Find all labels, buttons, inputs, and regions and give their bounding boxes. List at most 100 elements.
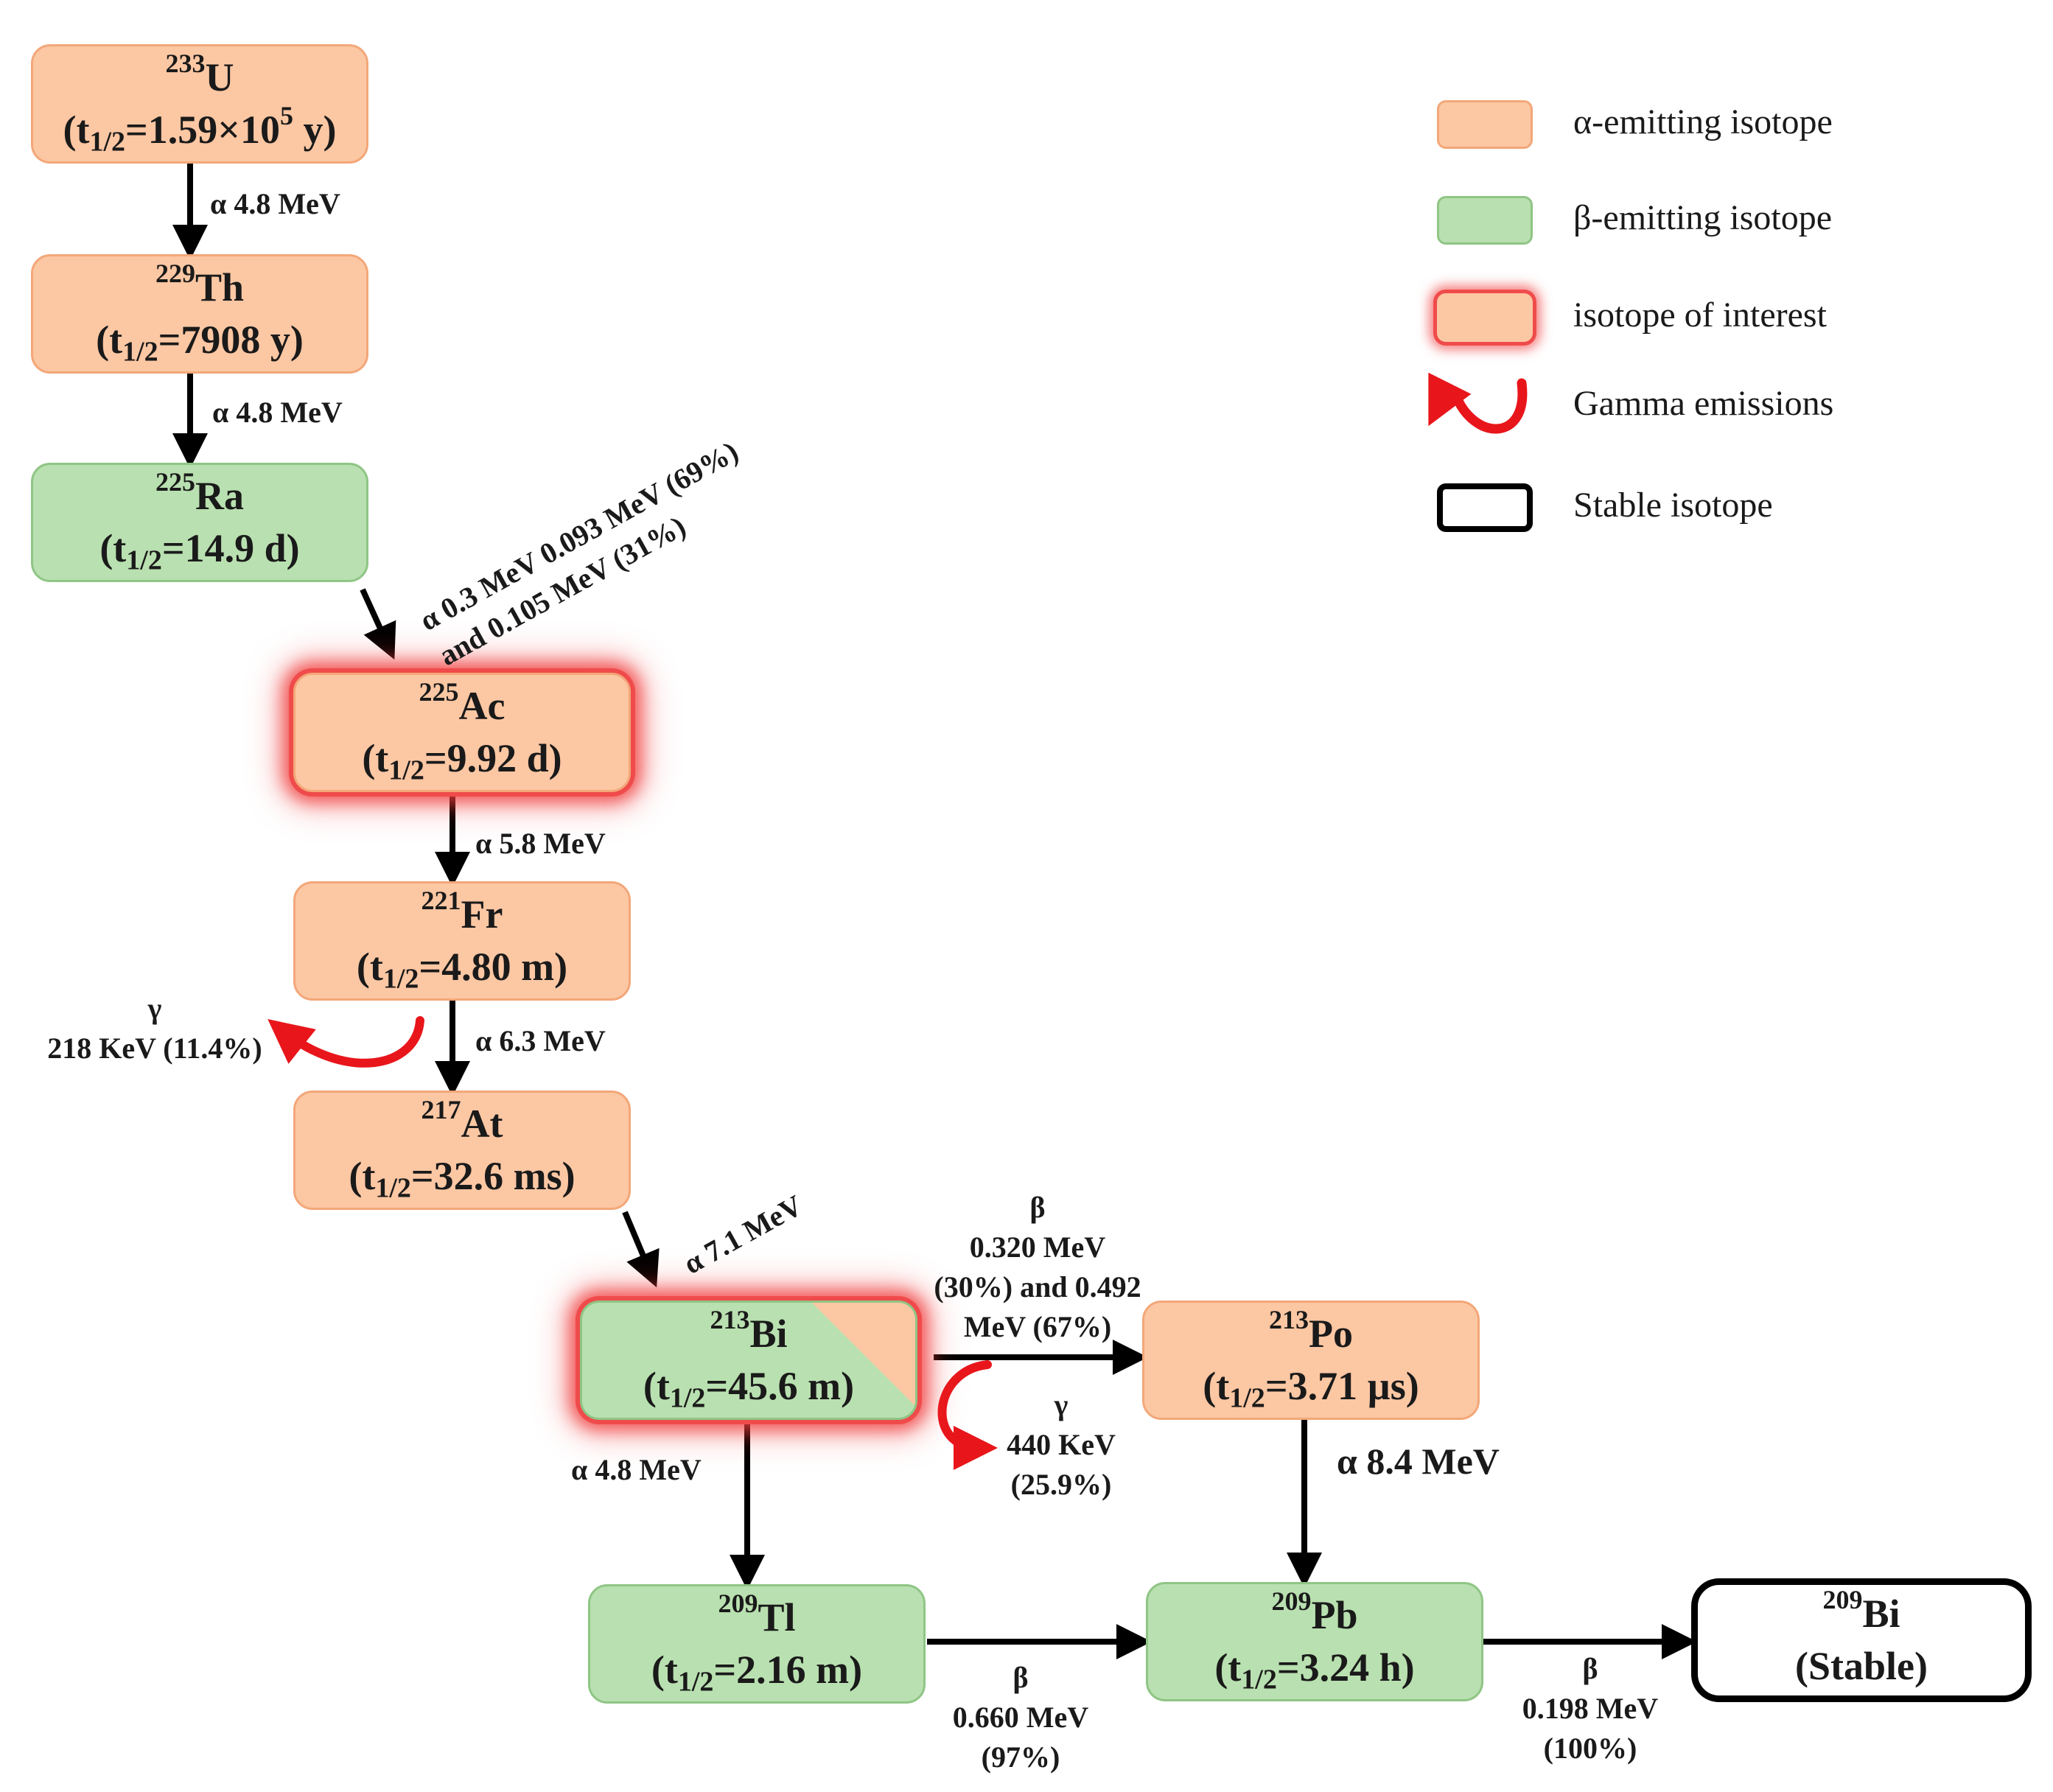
element-symbol: Pb — [1311, 1592, 1358, 1637]
decay-label-line: α 8.4 MeV — [1337, 1441, 1500, 1482]
mass-number: 213 — [710, 1304, 750, 1334]
isotope-name: 221Fr — [421, 885, 503, 941]
half-life: (t1/2=32.6 ms) — [349, 1150, 575, 1203]
isotope-box-225ra: 225Ra(t1/2=14.9 d) — [31, 463, 368, 582]
half-life-prefix: (t — [362, 736, 389, 780]
half-life-subscript: 1/2 — [89, 126, 125, 158]
mass-number: 225 — [155, 466, 195, 497]
half-life-prefix: (t — [651, 1648, 678, 1692]
decay-label-line: β — [1029, 1191, 1046, 1224]
half-life-value: =4.80 m) — [419, 945, 568, 989]
isotope-name: 209Pb — [1271, 1586, 1358, 1642]
decay-label-line: MeV (67%) — [963, 1310, 1112, 1343]
mass-number: 209 — [1271, 1586, 1312, 1616]
element-symbol: Ac — [458, 683, 506, 728]
half-life-prefix: (t — [349, 1154, 376, 1198]
element-symbol: U — [205, 55, 234, 99]
decay-label-line: 0.320 MeV — [969, 1231, 1106, 1264]
decay-label-line: 0.660 MeV — [952, 1701, 1089, 1734]
half-life-value: =1.59×10 — [125, 108, 281, 152]
legend-swatch-alpha — [1437, 100, 1533, 149]
gamma-arrow — [937, 1360, 998, 1470]
legend-gamma-icon — [1450, 378, 1528, 434]
isotope-box-209pb: 209Pb(t1/2=3.24 h) — [1146, 1582, 1483, 1701]
decay-label: β 0.198 MeV (100%) — [1522, 1649, 1658, 1768]
mass-number: 221 — [421, 885, 461, 915]
mass-number: 209 — [1822, 1584, 1863, 1614]
half-life: (t1/2=45.6 m) — [643, 1360, 854, 1413]
element-symbol: Bi — [1862, 1591, 1900, 1636]
half-life-subscript: 1/2 — [122, 336, 158, 368]
half-life-subscript: 1/2 — [126, 545, 162, 576]
decay-label: α 8.4 MeV — [1337, 1437, 1500, 1487]
decay-label-line: α 6.3 MeV — [475, 1024, 606, 1057]
isotope-box-209bi: 209Bi(Stable) — [1691, 1578, 2032, 1702]
decay-label-line: α 4.8 MeV — [212, 396, 343, 429]
isotope-name: 209Tl — [718, 1590, 796, 1644]
legend-swatch-beta — [1437, 196, 1533, 245]
isotope-name: 225Ac — [419, 676, 506, 732]
half-life-prefix: (t — [99, 526, 127, 570]
half-life-prefix: (t — [356, 945, 383, 989]
half-life-value: =45.6 m) — [705, 1364, 855, 1408]
half-life: (t1/2=3.24 h) — [1214, 1642, 1414, 1694]
element-symbol: Fr — [461, 892, 503, 937]
isotope-box-229th: 229Th(t1/2=7908 y) — [31, 254, 368, 374]
decay-arrow — [622, 1211, 660, 1288]
decay-label-line: β — [1012, 1661, 1029, 1694]
half-life-prefix: (t — [63, 108, 90, 152]
half-life-unit: y) — [293, 108, 337, 152]
half-life-prefix: (t — [1214, 1645, 1242, 1690]
half-life-value: =32.6 ms) — [410, 1154, 576, 1198]
decay-label-line: α 5.8 MeV — [475, 827, 606, 860]
half-life-value: =7908 y) — [158, 318, 304, 362]
decay-label-line: 0.198 MeV — [1522, 1692, 1659, 1725]
legend-label-stable: Stable isotope — [1573, 486, 1773, 525]
legend-label-beta: β-emitting isotope — [1573, 198, 1833, 237]
mass-number: 229 — [155, 258, 195, 288]
decay-label: α 4.8 MeV — [212, 393, 343, 433]
half-life: (t1/2=14.9 d) — [99, 522, 299, 575]
element-symbol: At — [461, 1101, 503, 1146]
mass-number: 217 — [421, 1094, 461, 1124]
decay-label-line: (100%) — [1543, 1732, 1637, 1765]
half-life: (t1/2=1.59×105 y) — [63, 102, 337, 158]
decay-arrow — [360, 588, 396, 660]
half-life-subscript: 1/2 — [677, 1666, 714, 1698]
isotope-name: 233U — [166, 50, 234, 104]
half-life-value: =3.24 h) — [1276, 1645, 1415, 1690]
half-life-prefix: (t — [643, 1364, 670, 1408]
mass-number: 225 — [419, 676, 459, 707]
isotope-box-217at: 217At(t1/2=32.6 ms) — [293, 1091, 631, 1210]
legend-label-interest: isotope of interest — [1573, 295, 1827, 335]
half-life-prefix: (t — [96, 318, 123, 362]
half-life-subscript: 1/2 — [1241, 1664, 1277, 1695]
element-symbol: Po — [1309, 1311, 1353, 1356]
decay-label-line: β — [1582, 1652, 1598, 1685]
half-life-prefix: (t — [1203, 1364, 1230, 1408]
half-life-value: =9.92 d) — [424, 736, 562, 780]
gamma-label-line: γ — [147, 992, 162, 1025]
half-life: (t1/2=2.16 m) — [651, 1644, 862, 1696]
isotope-name: 225Ra — [155, 466, 244, 522]
decay-label-line: (97%) — [981, 1740, 1060, 1774]
half-life: (t1/2=3.71 µs) — [1203, 1360, 1419, 1413]
element-symbol: Tl — [758, 1595, 796, 1639]
decay-label-line: (30%) and 0.492 — [934, 1270, 1141, 1303]
decay-label: α 5.8 MeV — [475, 824, 606, 864]
legend-swatch-stable — [1437, 483, 1533, 532]
decay-label: α 4.8 MeV — [571, 1450, 702, 1490]
half-life-value: =2.16 m) — [713, 1648, 863, 1692]
gamma-label-line: 440 KeV — [1007, 1428, 1116, 1461]
isotope-box-209tl: 209Tl(t1/2=2.16 m) — [588, 1584, 926, 1704]
half-life-subscript: 1/2 — [382, 963, 419, 995]
isotope-box-221fr: 221Fr (t1/2=4.80 m) — [293, 881, 631, 1001]
isotope-name: 217At — [421, 1094, 503, 1150]
isotope-box-225ac: 225Ac(t1/2=9.92 d) — [293, 673, 631, 792]
isotope-box-213bi: 213Bi(t1/2=45.6 m) — [580, 1301, 917, 1420]
isotope-name: 209Bi — [1822, 1584, 1900, 1640]
stable-label: (Stable) — [1795, 1644, 1928, 1688]
